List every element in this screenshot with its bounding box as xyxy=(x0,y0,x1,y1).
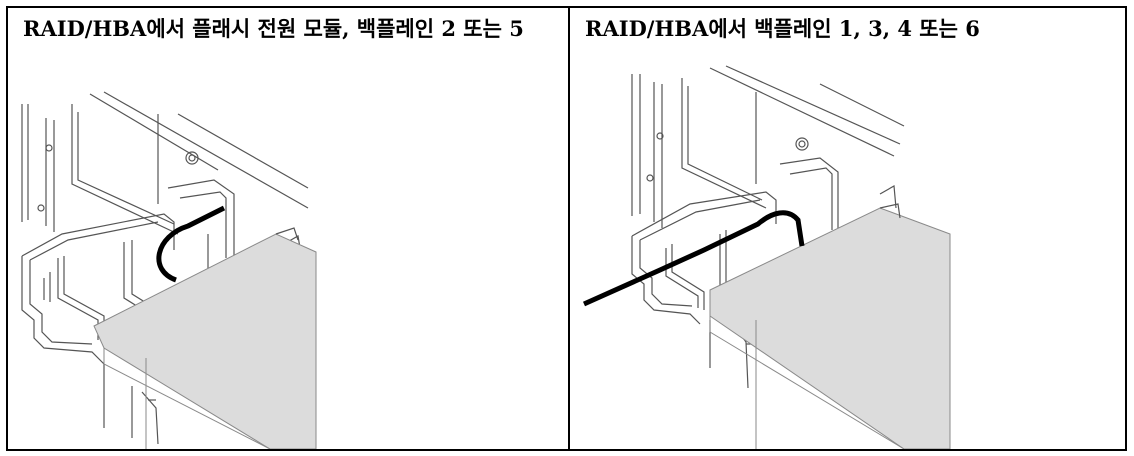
cable-illustration xyxy=(156,205,226,283)
table-cell-left: RAID/HBA에서 플래시 전원 모듈, 백플레인 2 또는 5 xyxy=(8,8,570,449)
table-cell-right: RAID/HBA에서 백플레인 1, 3, 4 또는 6 xyxy=(570,8,1125,449)
chassis-frame xyxy=(21,91,309,445)
raid-adapter-illustration xyxy=(93,227,317,449)
chassis-frame xyxy=(631,65,905,389)
cable-illustration xyxy=(582,210,805,307)
chassis-illustration-left xyxy=(21,91,317,449)
cell-caption-left: RAID/HBA에서 플래시 전원 모듈, 백플레인 2 또는 5 xyxy=(23,16,524,41)
chassis-illustration-right xyxy=(582,65,951,449)
raid-adapter-illustration xyxy=(709,203,951,449)
cable-routing-table: RAID/HBA에서 플래시 전원 모듈, 백플레인 2 또는 5 xyxy=(6,6,1127,451)
cell-caption-right: RAID/HBA에서 백플레인 1, 3, 4 또는 6 xyxy=(585,16,980,41)
